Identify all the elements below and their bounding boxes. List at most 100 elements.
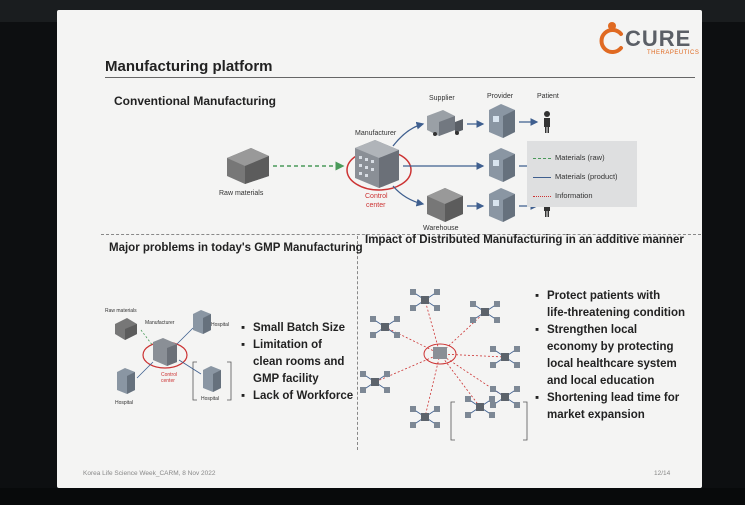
impact-heading: Impact of Distributed Manufacturing in a… <box>365 234 684 246</box>
warehouse-label: Warehouse <box>423 225 459 232</box>
supplier-truck-icon <box>427 110 463 136</box>
network-site-icon <box>489 396 495 402</box>
impact-bullet-continuation: life-threatening condition <box>547 307 685 319</box>
network-hub-icon <box>501 353 509 361</box>
mini-product-flow-line <box>178 359 202 375</box>
problems-bullet-list: Small Batch Size Limitation of clean roo… <box>241 320 353 405</box>
legend-product-label: Materials (product) <box>555 172 618 181</box>
network-bracket-right <box>523 401 528 441</box>
raw-materials-label: Raw materials <box>219 190 264 197</box>
network-site-icon <box>490 362 496 368</box>
network-site-icon <box>489 412 495 418</box>
network-site-icon <box>490 386 496 392</box>
provider-building-icon <box>489 148 515 182</box>
legend-raw-swatch <box>533 158 551 159</box>
problem-bullet: Lack of Workforce <box>241 388 353 405</box>
mini-hospital-label-2: Hospital <box>115 400 133 406</box>
mini-product-flow-line <box>136 361 154 379</box>
problem-bullet-continuation: clean rooms and <box>253 356 345 368</box>
warehouse-building-icon <box>427 188 463 222</box>
network-information-link <box>439 353 506 358</box>
network-hub-icon <box>421 296 429 304</box>
mini-hospital-icon <box>117 368 135 394</box>
control-center-label-line2: center <box>366 202 386 209</box>
network-site-icon <box>410 305 416 311</box>
problem-bullet-continuation: GMP facility <box>253 373 319 385</box>
impact-bullet-continuation: economy by protecting <box>547 341 674 353</box>
network-site-icon <box>384 371 390 377</box>
network-site-icon <box>490 402 496 408</box>
network-information-link <box>374 353 441 383</box>
raw-materials-building-icon <box>227 148 269 184</box>
mini-raw-flow-line <box>140 329 154 347</box>
problems-heading: Major problems in today's GMP Manufactur… <box>109 242 363 254</box>
network-control-center-icon <box>433 347 447 359</box>
network-site-icon <box>410 422 416 428</box>
mini-warehouse-icon <box>115 318 137 340</box>
mini-hospital-icon <box>193 310 211 334</box>
network-site-icon <box>490 346 496 352</box>
manufacturer-to-warehouse-line <box>392 185 425 207</box>
network-site-icon <box>410 289 416 295</box>
impact-bullet: Strengthen local <box>535 322 685 339</box>
network-site-icon <box>514 346 520 352</box>
mini-bracket-right <box>227 361 232 401</box>
network-site-icon <box>434 305 440 311</box>
manufacturer-label: Manufacturer <box>355 130 397 137</box>
impact-bullet-list: Protect patients with life-threatening c… <box>535 288 685 424</box>
footer-event-text: Korea Life Science Week_CARM, 8 Nov 2022 <box>83 470 216 477</box>
network-control-ring <box>423 343 457 365</box>
network-site-icon <box>434 406 440 412</box>
network-hub-icon <box>381 323 389 331</box>
network-site-icon <box>360 387 366 393</box>
patient-label: Patient <box>537 93 559 100</box>
slide-title: Manufacturing platform <box>105 58 273 75</box>
network-hub-icon <box>476 403 484 411</box>
conventional-heading: Conventional Manufacturing <box>114 94 276 108</box>
mini-control-label-2: center <box>161 378 175 384</box>
logo-mark-icon <box>599 22 623 54</box>
mini-manufacturer-label: Manufacturer <box>145 320 175 326</box>
provider-building-icon <box>489 188 515 222</box>
network-site-icon <box>360 371 366 377</box>
network-site-icon <box>394 332 400 338</box>
section-divider-horizontal <box>101 234 701 235</box>
network-site-icon <box>370 316 376 322</box>
problems-mini-diagram: Raw materials Manufacturer Hospital Cont… <box>105 308 232 406</box>
mini-hospital-label-1: Hospital <box>211 322 229 328</box>
section-divider-vertical <box>357 236 358 450</box>
network-site-icon <box>470 301 476 307</box>
network-hub-icon <box>371 378 379 386</box>
logo-wordmark: CURE <box>625 26 692 51</box>
supplier-label: Supplier <box>429 95 455 102</box>
impact-bullet: Shortening lead time for <box>535 390 685 407</box>
network-site-icon <box>434 422 440 428</box>
presentation-slide: CURE THERAPEUTICS Manufacturing platform… <box>57 10 702 488</box>
impact-bullet-continuation: market expansion <box>547 409 645 421</box>
provider-label: Provider <box>487 93 514 100</box>
mini-bracket-left <box>192 361 197 401</box>
conventional-diagram: Raw materials Manufacturer Control cente… <box>219 93 559 232</box>
logo-subtitle: THERAPEUTICS <box>647 50 700 56</box>
footer-page-number: 12/14 <box>654 470 671 477</box>
impact-bullet: Protect patients with <box>535 288 685 305</box>
legend-information-swatch <box>533 196 551 197</box>
mini-hospital-icon <box>203 366 221 392</box>
patient-figure-icon <box>544 111 550 133</box>
mini-raw-materials-label: Raw materials <box>105 308 137 314</box>
network-site-icon <box>494 301 500 307</box>
problem-bullet: Small Batch Size <box>241 320 353 337</box>
title-divider <box>105 77 695 78</box>
network-site-icon <box>465 396 471 402</box>
control-center-label-line1: Control <box>365 193 388 200</box>
mini-manufacturer-icon <box>153 338 177 366</box>
network-bracket-left <box>450 401 455 441</box>
network-information-link <box>424 353 441 418</box>
network-site-icon <box>465 412 471 418</box>
impact-bullet-continuation: and local education <box>547 375 655 387</box>
legend-product-swatch <box>533 177 551 178</box>
network-hub-icon <box>501 393 509 401</box>
manufacturer-building-icon <box>355 140 399 188</box>
network-site-icon <box>410 406 416 412</box>
provider-building-icon <box>489 104 515 138</box>
